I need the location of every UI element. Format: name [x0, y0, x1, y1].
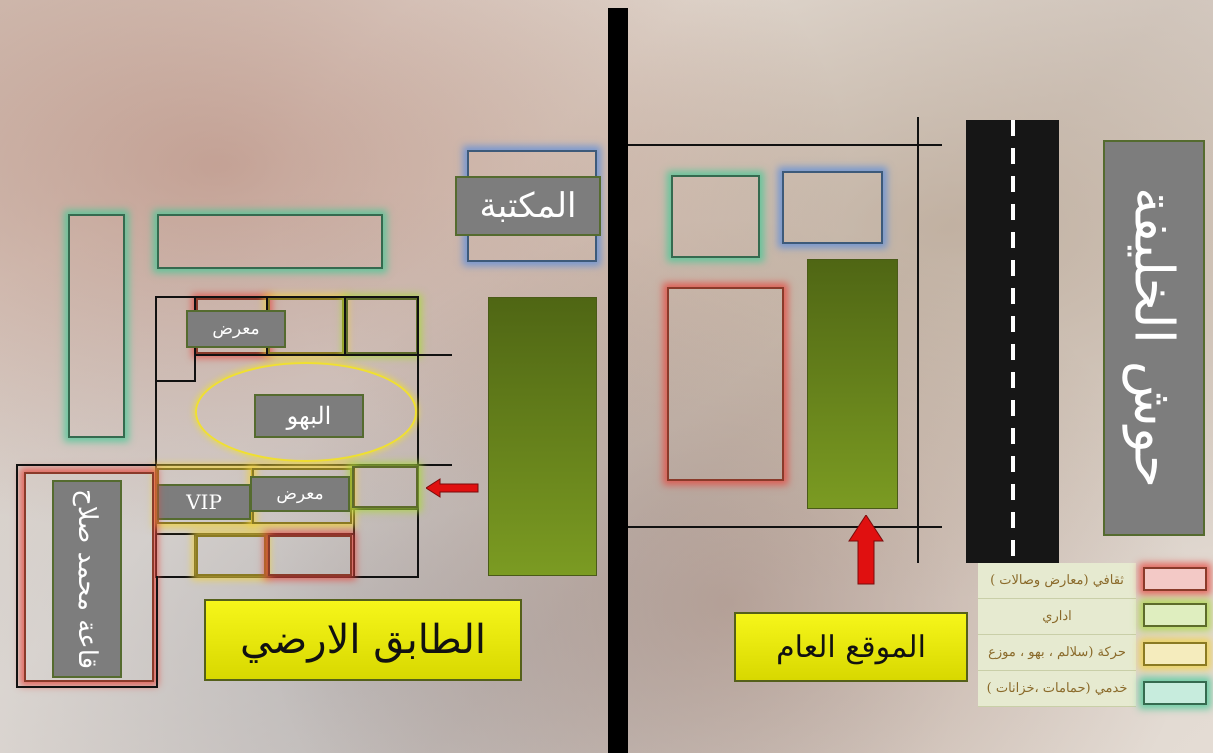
plan-line	[16, 686, 158, 688]
site-zone-teal	[671, 175, 760, 258]
plan-line	[353, 464, 355, 578]
legend-label-admin: اداري	[978, 599, 1136, 635]
hall-label: قاعة محمد صلاح	[52, 480, 122, 678]
site-line	[628, 526, 942, 528]
library-label: المكتبة	[455, 176, 601, 236]
exhibit-bottom-label: معرض	[250, 476, 350, 512]
legend: ثقافي (معارض وصالات ) اداري حركة (سلالم …	[978, 563, 1213, 709]
legend-swatch-red	[1143, 567, 1207, 591]
lobby-label: البهو	[254, 394, 364, 438]
plan-line	[194, 533, 196, 578]
plan-line	[155, 533, 355, 535]
plan-line	[16, 464, 18, 688]
lobby-ellipse	[195, 362, 417, 462]
entrance-arrow-left	[426, 478, 479, 498]
hall-zone	[24, 472, 154, 682]
site-line	[917, 117, 919, 563]
admin-cell-middle	[352, 466, 418, 508]
legend-swatch-green	[1143, 603, 1207, 627]
plan-line	[155, 464, 452, 466]
plan-line	[344, 296, 346, 356]
legend-swatch-yellow	[1143, 642, 1207, 666]
olive-block-right	[807, 259, 898, 509]
service-zone-horizontal	[157, 214, 383, 269]
street-name-label: حوش الخليفة	[1103, 140, 1205, 536]
center-divider	[608, 8, 628, 753]
site-line	[628, 144, 942, 146]
entrance-arrow-up	[848, 515, 884, 585]
plan-line	[156, 576, 158, 688]
service-zone-vertical	[68, 214, 125, 438]
legend-swatch-teal	[1143, 681, 1207, 705]
ground-floor-title: الطابق الارضي	[204, 599, 522, 681]
legend-label-movement: حركة (سلالم ، بهو ، موزع	[978, 635, 1136, 671]
legend-label-cultural: ثقافي (معارض وصالات )	[978, 563, 1136, 599]
site-zone-blue	[782, 171, 883, 244]
site-plan-title: الموقع العام	[734, 612, 968, 682]
plan-line	[155, 576, 419, 578]
exhibit-cell-bottom	[268, 535, 352, 576]
plan-line	[417, 296, 419, 578]
plan-line	[155, 296, 419, 298]
road-centerline	[1011, 120, 1015, 563]
plan-line	[155, 380, 196, 382]
legend-label-service: خدمي (حمامات ،خزانات )	[978, 671, 1136, 707]
plan-line	[16, 464, 156, 466]
olive-block-left	[488, 297, 597, 576]
exhibit-top-label: معرض	[186, 310, 286, 348]
site-zone-red	[667, 287, 784, 481]
vip-label: VIP	[157, 484, 251, 520]
admin-cell-top	[346, 298, 418, 354]
plan-line	[155, 296, 157, 578]
plan-line	[194, 354, 452, 356]
movement-cell-bottom-1	[196, 535, 266, 576]
plan-line	[266, 533, 268, 578]
